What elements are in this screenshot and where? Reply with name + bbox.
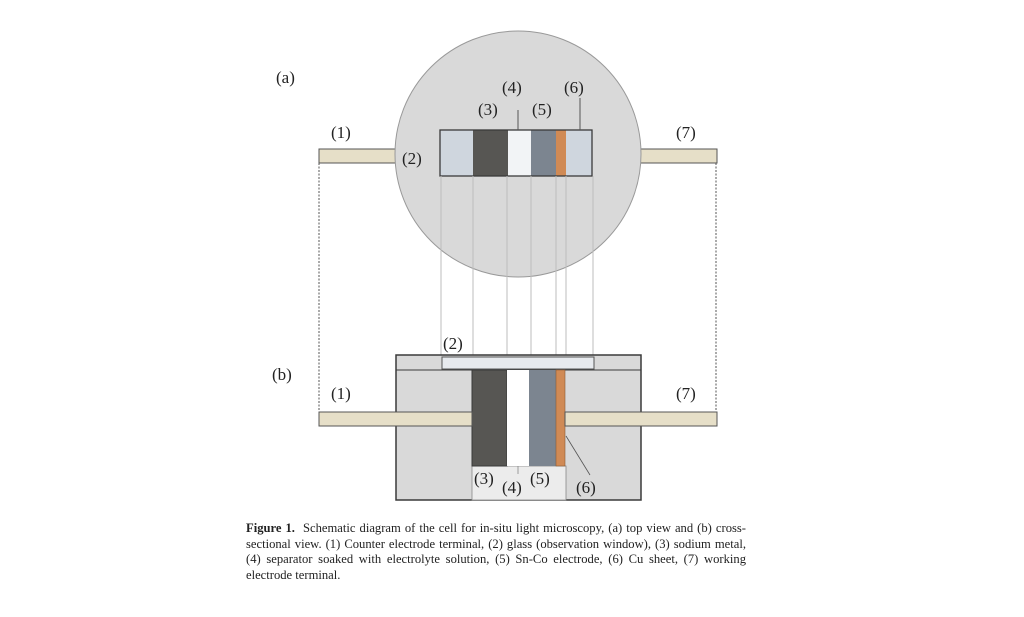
top-label-4: (4): [502, 78, 522, 97]
top-snco: [531, 130, 556, 176]
cross-section-view: (b) (1) (2) (3) (4) (5) (6) (7): [272, 334, 718, 501]
top-terminal-1: [318, 148, 402, 164]
cross-terminal-7: [564, 411, 718, 427]
cross-cavity: [471, 465, 567, 501]
cross-label-4: (4): [502, 478, 522, 497]
cross-terminal-1: [318, 411, 473, 427]
top-terminal-7: [636, 148, 718, 164]
cross-label-2: (2): [443, 334, 463, 353]
cross-cu: [555, 369, 566, 467]
cross-snco: [529, 370, 556, 466]
cross-glass-window: [441, 356, 595, 370]
top-glass-right: [566, 130, 592, 176]
top-glass-left: [440, 130, 473, 176]
cross-label-1: (1): [331, 384, 351, 403]
top-label-6: (6): [564, 78, 584, 97]
cross-label-5: (5): [530, 469, 550, 488]
cross-separator: [507, 370, 529, 466]
top-label-5: (5): [532, 100, 552, 119]
top-cu: [556, 130, 566, 176]
cross-label-7: (7): [676, 384, 696, 403]
top-layer-strip: [439, 129, 593, 177]
top-view: (a) (1) (2) (3) (4) (5) (6) (7): [276, 30, 718, 278]
cross-sodium: [471, 369, 508, 467]
top-separator: [508, 130, 531, 176]
figure-caption: Figure 1. Schematic diagram of the cell …: [246, 521, 746, 583]
caption-heading: Figure 1.: [246, 521, 304, 535]
panel-label-a: (a): [276, 68, 295, 87]
cross-label-6: (6): [576, 478, 596, 497]
projection-lines: [440, 176, 594, 370]
top-label-3: (3): [478, 100, 498, 119]
panel-label-b: (b): [272, 365, 292, 384]
top-strip-outline: [439, 129, 593, 177]
top-sodium: [473, 130, 508, 176]
top-label-1: (1): [331, 123, 351, 142]
top-label-2: (2): [402, 149, 422, 168]
top-label-7: (7): [676, 123, 696, 142]
caption-text: Schematic diagram of the cell for in-sit…: [246, 521, 746, 582]
cross-label-3: (3): [474, 469, 494, 488]
leader-6-cross: [565, 435, 591, 476]
